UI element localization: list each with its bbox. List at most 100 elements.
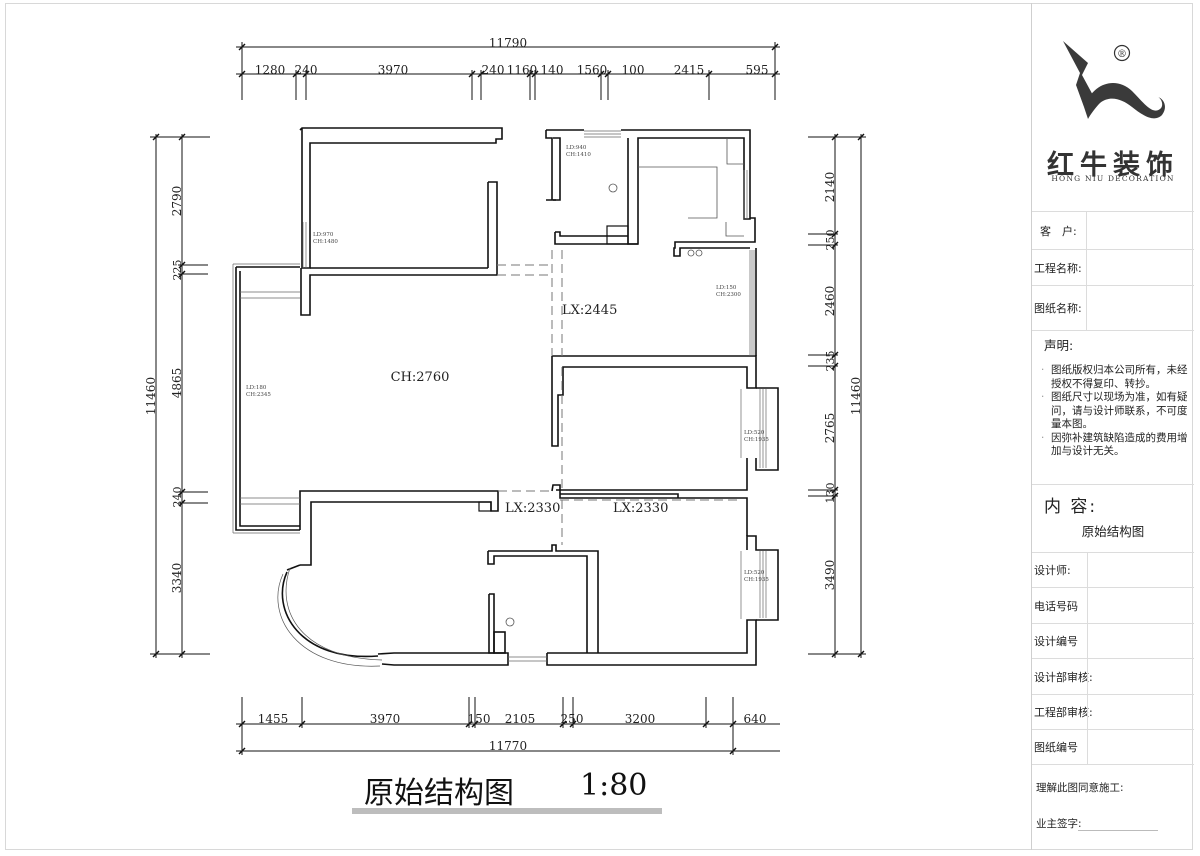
floor-plan-svg: 11790 1280 240 3970 240 1160 140 1560 10… (144, 36, 866, 755)
svg-text:11770: 11770 (489, 739, 527, 753)
svg-text:240: 240 (171, 487, 184, 508)
floor-drain-icon (505, 617, 515, 627)
svg-text:3490: 3490 (823, 560, 837, 591)
svg-text:CH:1935: CH:1935 (744, 437, 769, 443)
svg-text:3200: 3200 (625, 712, 656, 726)
svg-text:130: 130 (824, 483, 837, 504)
svg-text:4865: 4865 (170, 368, 184, 399)
kitchen-counter (638, 138, 744, 257)
company-logo: ® 红牛装饰 HONG NIU DECORATION (1032, 3, 1194, 211)
svg-text:CH:1935: CH:1935 (744, 577, 769, 583)
design-number-value[interactable] (1087, 624, 1194, 658)
bottom-dimensions (236, 697, 780, 755)
design-number-field: 设计编号 (1032, 623, 1194, 658)
content-title: 内 容: (1044, 497, 1098, 517)
title-block: ® 红牛装饰 HONG NIU DECORATION 客 户: 工程名称: 图纸… (1031, 3, 1194, 850)
client-value[interactable] (1086, 212, 1194, 249)
designer-value[interactable] (1087, 553, 1194, 587)
shaft-box (606, 225, 629, 245)
plan-title: 原始结构图 (364, 776, 514, 811)
svg-text:11460: 11460 (849, 377, 863, 415)
signature-line[interactable] (1078, 830, 1158, 831)
svg-text:1455: 1455 (258, 712, 289, 726)
svg-text:CH:2345: CH:2345 (246, 392, 271, 398)
design-review-field: 设计部审核: (1032, 658, 1194, 694)
beam-label: LX:2445 (562, 303, 617, 318)
svg-text:2105: 2105 (505, 712, 536, 726)
curved-bay-window (277, 567, 383, 667)
top-dimensions (236, 42, 780, 100)
phone-value[interactable] (1087, 588, 1194, 623)
svg-text:250: 250 (824, 230, 837, 251)
room-labels: CH:2760 LX:2445 LX:2330 LX:2330 (391, 303, 669, 516)
svg-text:240: 240 (295, 63, 318, 77)
svg-text:CH:1480: CH:1480 (313, 239, 338, 245)
right-dimensions (808, 133, 866, 658)
agree-label: 理解此图同意施工: (1036, 782, 1124, 794)
svg-text:235: 235 (824, 351, 837, 372)
svg-text:1160: 1160 (507, 63, 538, 77)
drawing-number-value[interactable] (1087, 730, 1194, 764)
svg-text:3340: 3340 (170, 563, 184, 594)
column-stub (478, 501, 492, 512)
svg-text:1560: 1560 (577, 63, 608, 77)
svg-text:2765: 2765 (823, 413, 837, 444)
beam-label: LX:2330 (613, 501, 668, 516)
signature-section: 理解此图同意施工: 业主签字: (1032, 764, 1194, 850)
floor-drain-icon (608, 183, 618, 193)
svg-text:CH:1410: CH:1410 (566, 152, 591, 158)
windows (232, 130, 767, 662)
declaration: 声明: 图纸版权归本公司所有，未经授权不得复印、转抄。 图纸尺寸以现场为准，如有… (1032, 330, 1194, 484)
svg-text:250: 250 (561, 712, 584, 726)
designer-field: 设计师: (1032, 552, 1194, 587)
dimension-labels: 11790 1280 240 3970 240 1160 140 1560 10… (144, 36, 863, 753)
svg-text:LD:520: LD:520 (744, 430, 765, 436)
svg-text:CH:2300: CH:2300 (716, 292, 741, 298)
svg-text:3970: 3970 (378, 63, 409, 77)
project-name-field: 工程名称: (1032, 249, 1194, 285)
svg-text:®: ® (1117, 49, 1127, 60)
walls (235, 127, 779, 666)
svg-text:LD:520: LD:520 (744, 570, 765, 576)
phone-field: 电话号码 (1032, 587, 1194, 623)
svg-text:2460: 2460 (823, 286, 837, 317)
beam-lines (497, 250, 740, 545)
ceiling-height-label: CH:2760 (391, 370, 450, 385)
declaration-item: 图纸尺寸以现场为准，如有疑问，请与设计师联系，不可度量本图。 (1036, 391, 1194, 432)
title-underline (352, 808, 662, 814)
design-review-value[interactable] (1087, 659, 1194, 694)
bull-logo-icon: ® (1063, 41, 1165, 119)
brand-name-en: HONG NIU DECORATION (1051, 174, 1175, 183)
svg-text:11460: 11460 (144, 377, 158, 415)
floor-plan-area: 11790 1280 240 3970 240 1160 140 1560 10… (144, 36, 866, 814)
owner-signature-label: 业主签字: (1036, 818, 1082, 830)
beam-label: LX:2330 (505, 501, 560, 516)
svg-text:11790: 11790 (489, 36, 527, 50)
svg-text:LD:940: LD:940 (566, 145, 587, 151)
declaration-item: 图纸版权归本公司所有，未经授权不得复印、转抄。 (1036, 364, 1194, 391)
svg-text:100: 100 (622, 63, 645, 77)
drawing-number-field: 图纸编号 (1032, 729, 1194, 764)
engineering-review-field: 工程部审核: (1032, 694, 1194, 729)
svg-text:3970: 3970 (370, 712, 401, 726)
svg-text:150: 150 (468, 712, 491, 726)
svg-text:640: 640 (744, 712, 767, 726)
window-labels: LD:970 CH:1480 LD:940 CH:1410 LD:180 CH:… (246, 145, 769, 583)
svg-text:1280: 1280 (255, 63, 286, 77)
drawing-name-value[interactable] (1086, 286, 1194, 330)
svg-text:225: 225 (171, 260, 184, 281)
svg-text:240: 240 (482, 63, 505, 77)
content-value: 原始结构图 (1081, 524, 1145, 539)
brand-name-cn: 红牛装饰 (1047, 150, 1179, 181)
project-name-value[interactable] (1086, 250, 1194, 285)
svg-text:LD:150: LD:150 (716, 285, 737, 291)
plan-scale: 1:80 (580, 768, 648, 803)
engineering-review-value[interactable] (1087, 695, 1194, 729)
svg-text:2415: 2415 (674, 63, 705, 77)
client-field: 客 户: (1032, 211, 1194, 249)
svg-text:2140: 2140 (823, 172, 837, 203)
svg-text:2790: 2790 (170, 186, 184, 217)
declaration-title: 声明: (1044, 338, 1074, 353)
drawing-name-field: 图纸名称: (1032, 285, 1194, 330)
svg-text:LD:180: LD:180 (246, 385, 267, 391)
